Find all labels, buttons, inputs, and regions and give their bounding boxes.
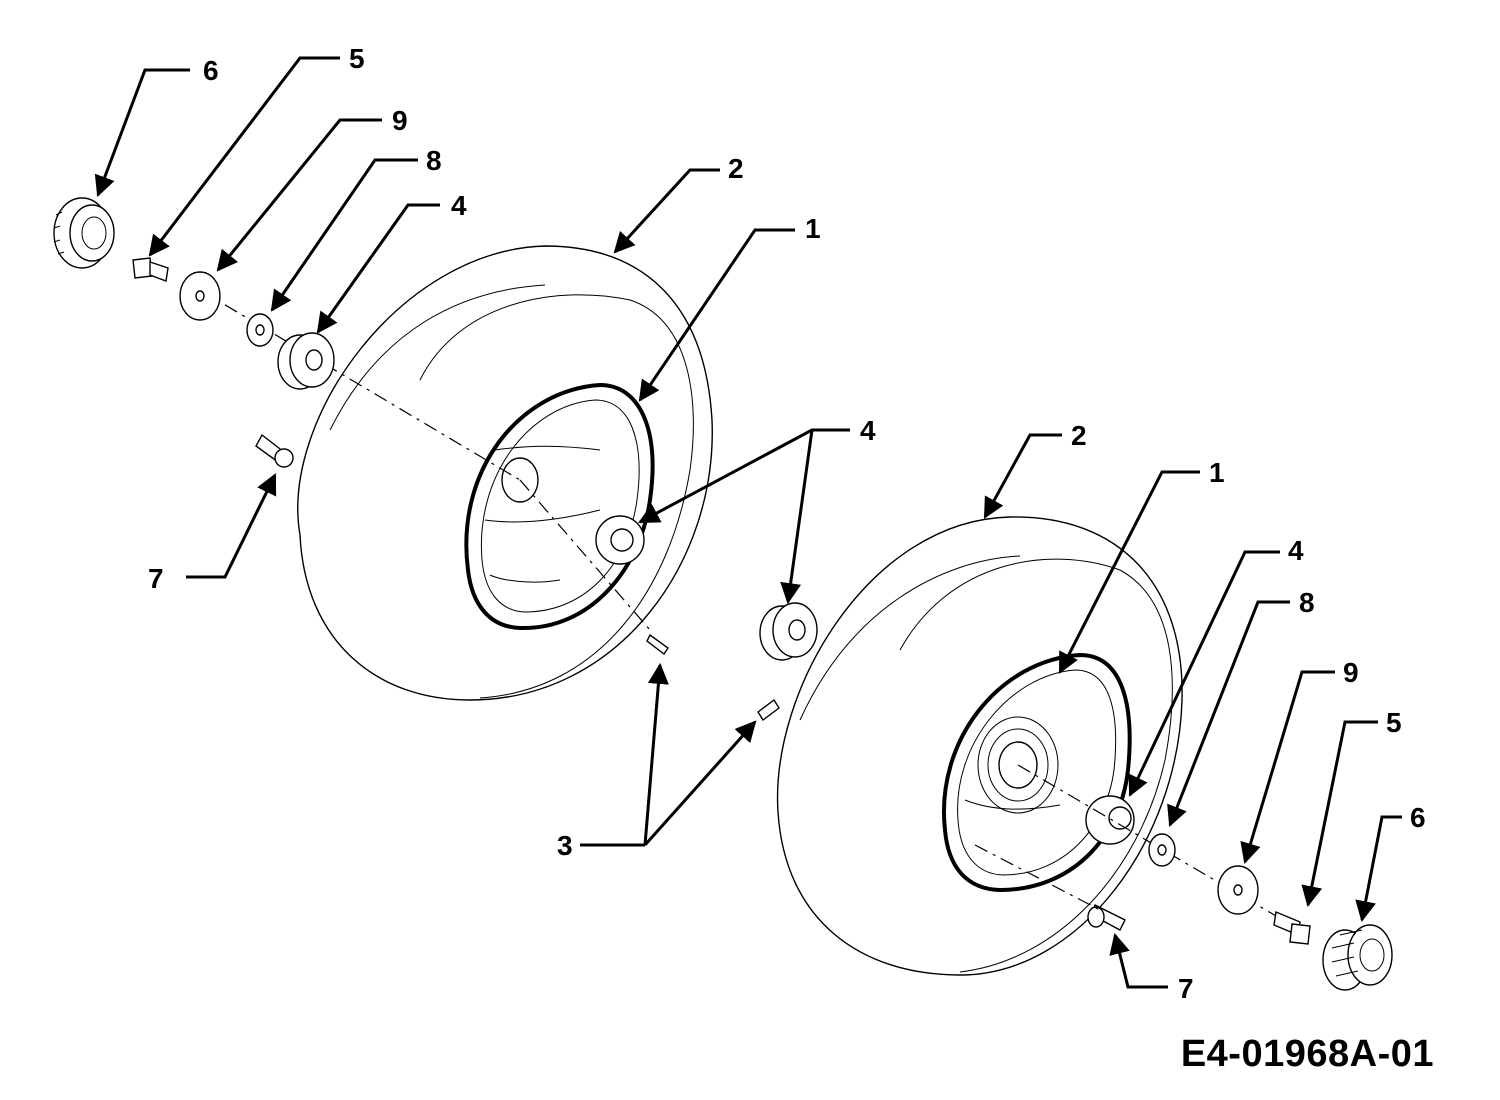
right-rim-bushing — [1085, 795, 1135, 845]
callout-left-4: 4 — [451, 190, 467, 221]
callout-left-7: 7 — [148, 563, 164, 594]
callout-left-1: 1 — [805, 213, 821, 244]
left-bolt — [132, 257, 169, 282]
right-small-washer — [1148, 833, 1176, 867]
callout-right-9: 9 — [1343, 657, 1359, 688]
drawing-number: E4-01968A-01 — [1180, 1033, 1434, 1075]
callout-left-6: 6 — [203, 55, 219, 86]
callout-mid-4: 4 — [860, 415, 876, 446]
left-wheel — [199, 245, 713, 701]
right-wheel — [776, 516, 1301, 976]
middle-valve-stem — [757, 698, 780, 722]
callout-right-1: 1 — [1209, 457, 1225, 488]
right-hub-cap — [1322, 924, 1393, 991]
right-tire — [776, 516, 1183, 976]
left-spacer — [277, 332, 335, 390]
callout-left-8: 8 — [426, 145, 442, 176]
middle-spacer — [759, 602, 818, 661]
callout-right-2: 2 — [1071, 420, 1087, 451]
callout-mid-3: 3 — [557, 830, 573, 861]
callout-labels: 6 5 9 8 4 2 1 7 4 2 1 4 8 9 5 6 7 3 — [148, 43, 1426, 1004]
callout-right-8: 8 — [1299, 587, 1315, 618]
left-rim-bushing — [595, 515, 645, 565]
callout-left-2: 2 — [728, 153, 744, 184]
left-valve-pin — [255, 433, 294, 468]
callout-right-4: 4 — [1288, 535, 1304, 566]
left-hub-cap — [53, 197, 115, 269]
callout-left-5: 5 — [349, 43, 365, 74]
left-valve-stem — [646, 633, 669, 656]
right-bolt — [1273, 911, 1311, 945]
callout-right-5: 5 — [1386, 707, 1402, 738]
callout-left-9: 9 — [392, 105, 408, 136]
right-flat-washer — [1217, 865, 1259, 915]
callout-leaders — [94, 56, 1402, 989]
left-flat-washer — [179, 271, 221, 321]
left-small-washer — [246, 313, 274, 347]
callout-right-7: 7 — [1178, 973, 1194, 1004]
right-valve-stem — [1087, 904, 1126, 931]
callout-right-6: 6 — [1410, 802, 1426, 833]
